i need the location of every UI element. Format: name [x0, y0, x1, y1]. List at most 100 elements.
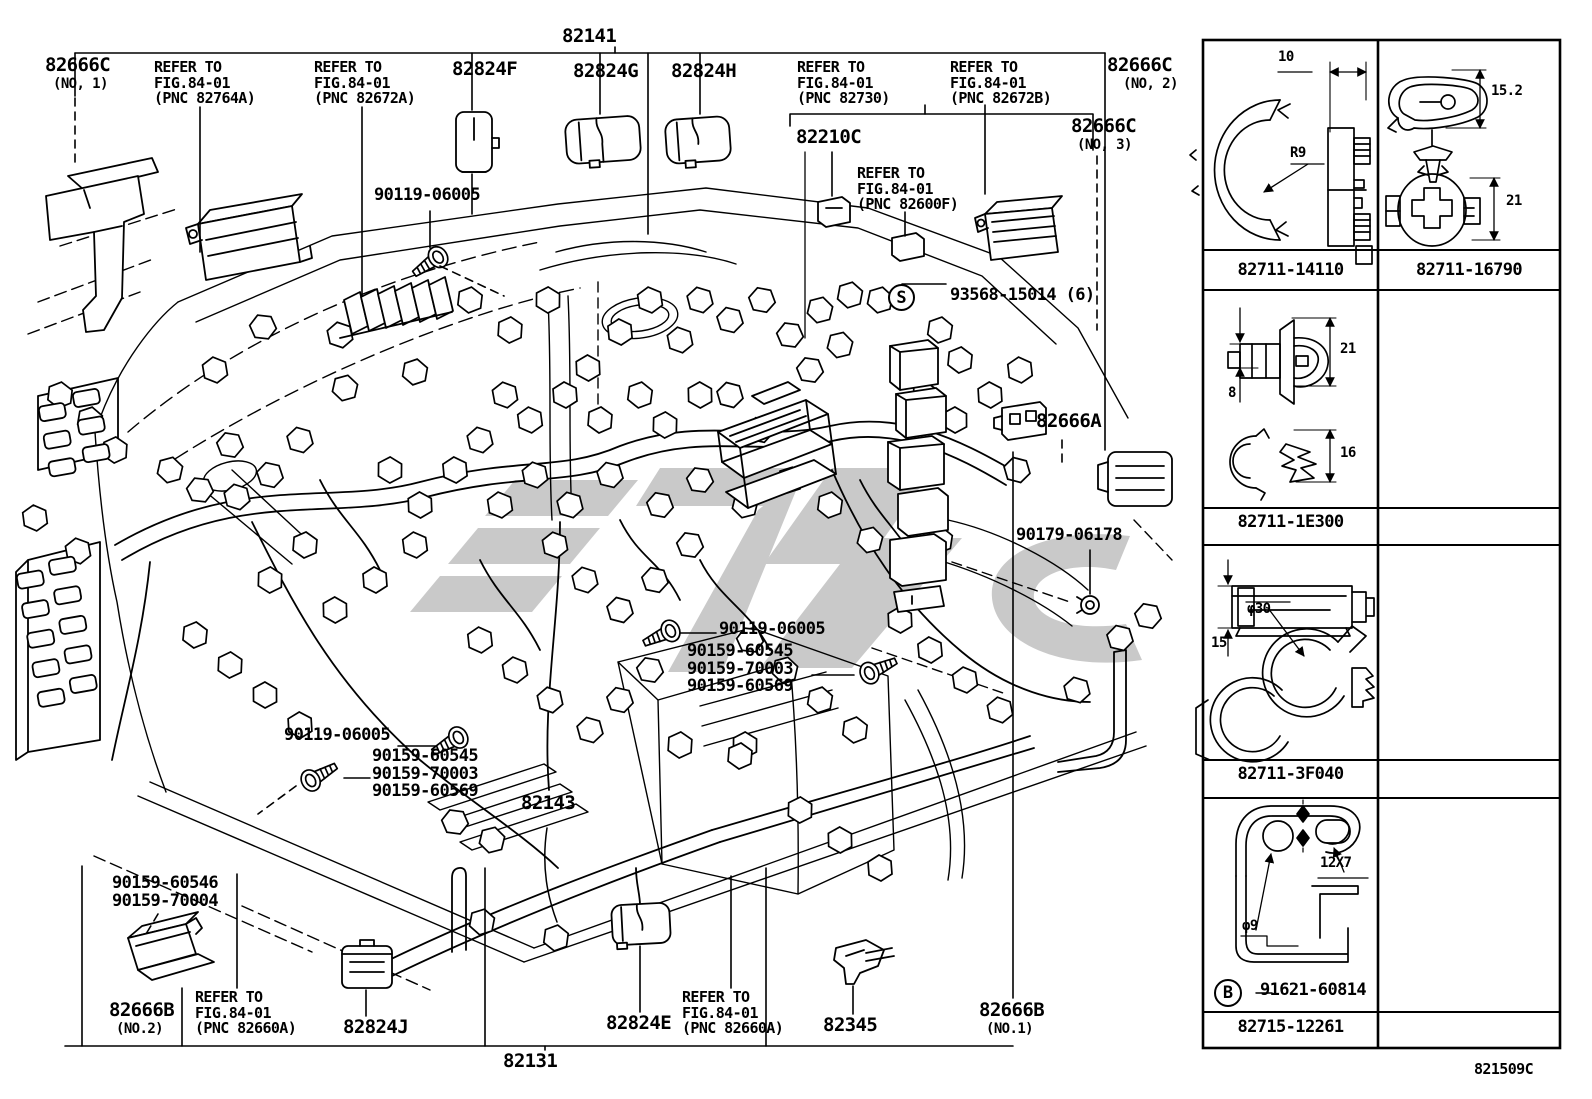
leader-lines	[64, 46, 1106, 1051]
label-90179-06178-line: 90179-06178	[1016, 525, 1123, 545]
label-82210c-line: 82210C	[796, 126, 862, 148]
label-82666a: 82666A	[1036, 410, 1102, 432]
dim-16: 16	[1340, 446, 1356, 461]
label-82824e: 82824E	[606, 1012, 672, 1034]
label-93568-15014-line: 93568-15014 (6)	[950, 285, 1095, 305]
label-82666b-no2-qualifier-line: (NO.2)	[116, 1021, 164, 1037]
label-82824j: 82824J	[343, 1016, 409, 1038]
label-82345: 82345	[823, 1014, 878, 1036]
label-82666c-no3-qualifier-line: (NO, 3)	[1077, 137, 1132, 153]
dim-21-row1: 21	[1506, 194, 1522, 209]
label-82666c-no2-qualifier-line: (NO, 2)	[1123, 76, 1178, 92]
dim-r9-line: R9	[1290, 145, 1306, 161]
label-refer-82600f-line: REFER TO	[857, 164, 925, 182]
label-refer-82660a-mid-line: REFER TO	[682, 988, 750, 1006]
label-90119-06005-mid-line: 90119-06005	[719, 619, 826, 639]
label-82824g-line: 82824G	[573, 60, 639, 82]
label-82824f-line: 82824F	[452, 58, 518, 80]
label-82345-line: 82345	[823, 1014, 878, 1036]
label-82824h: 82824H	[671, 60, 737, 82]
fastener-part-number-right-0: 82711-16790	[1416, 260, 1523, 280]
label-82143: 82143	[521, 793, 576, 814]
label-82666c-no1-qualifier: (NO, 1)	[53, 77, 108, 92]
component-parts	[15, 111, 1173, 989]
label-90159-trio-left-line: 90159-70003	[372, 763, 479, 784]
label-91621-60814-line: 91621-60814	[1260, 980, 1367, 1000]
label-refer-82672a-line: (PNC 82672A)	[314, 89, 416, 108]
dim-10-line: 10	[1278, 49, 1294, 65]
label-90159-trio-mid-line: 90159-60545	[687, 641, 794, 661]
label-91621-60814: 91621-60814	[1260, 980, 1367, 1000]
label-90159-trio-left-line: 90159-60569	[372, 781, 479, 802]
drawing-number: 821509C	[1474, 1061, 1534, 1078]
dim-21-row2: 21	[1340, 342, 1356, 357]
label-82666c-no1-qualifier-line: (NO, 1)	[53, 76, 108, 92]
dim-r9: R9	[1290, 146, 1306, 161]
label-82824e-line: 82824E	[606, 1012, 672, 1034]
dashboard-outline	[27, 187, 1173, 991]
fastener-panel-frame	[1201, 38, 1562, 1050]
label-82666b-no2-qualifier: (NO.2)	[116, 1021, 164, 1037]
label-refer-82730-line: REFER TO	[797, 58, 865, 76]
fastener-part-number-left-2: 82711-3F040	[1237, 764, 1345, 784]
dim-10: 10	[1278, 50, 1294, 65]
label-refer-82660a-left-line: FIG.84-01	[195, 1003, 271, 1022]
dim-phi30-line: φ30	[1247, 601, 1271, 617]
label-90159-trio-mid-line: 90159-60569	[687, 676, 794, 697]
label-refer-82764a-line: REFER TO	[154, 58, 222, 76]
label-90159-trio-mid-line: 90159-70003	[687, 658, 794, 679]
label-82141: 82141	[562, 26, 617, 47]
label-82666c-no3: 82666C	[1071, 116, 1137, 137]
label-82666c-no2: 82666C	[1107, 54, 1173, 76]
label-82666b-no1: 82666B	[979, 1000, 1045, 1021]
label-refer-82600f-line: FIG.84-01	[857, 179, 933, 198]
label-82666b-no1-qualifier-line: (NO.1)	[986, 1021, 1034, 1037]
label-refer-82660a-left-line: REFER TO	[195, 988, 263, 1006]
label-refer-82672b-line: (PNC 82672B)	[950, 89, 1052, 108]
label-82666c-no1-line: 82666C	[45, 54, 111, 76]
dim-15-2-line: 15.2	[1491, 83, 1523, 99]
marker-b-letter: B	[1222, 983, 1234, 1003]
label-82666a-line: 82666A	[1036, 410, 1102, 432]
label-82666c-no2-line: 82666C	[1107, 54, 1173, 76]
label-refer-82660a-mid-line: FIG.84-01	[682, 1003, 758, 1022]
label-refer-82672a-line: FIG.84-01	[314, 73, 390, 92]
label-90179-06178: 90179-06178	[1016, 525, 1123, 545]
label-refer-82600f-line: (PNC 82600F)	[857, 195, 959, 214]
dim-12x7-line: 12X7	[1320, 855, 1352, 871]
label-82666c-no3-qualifier: (NO, 3)	[1077, 138, 1132, 153]
label-refer-82730-line: FIG.84-01	[797, 73, 873, 92]
label-82824j-line: 82824J	[343, 1016, 409, 1038]
label-90119-06005-left-line: 90119-06005	[284, 725, 391, 745]
label-refer-82764a-line: (PNC 82764A)	[154, 89, 256, 108]
label-82131: 82131	[503, 1051, 558, 1072]
dim-phi9-line: φ9	[1242, 918, 1258, 934]
fastener-part-number-left-1: 82711-1E300	[1237, 512, 1345, 532]
label-refer-82764a-line: FIG.84-01	[154, 73, 230, 92]
label-refer-82672b-line: REFER TO	[950, 58, 1018, 76]
label-82824h-line: 82824H	[671, 60, 737, 82]
dim-8-line: 8	[1228, 385, 1236, 401]
label-82666c-no1: 82666C	[45, 54, 111, 76]
dim-21-row2-line: 21	[1340, 341, 1356, 357]
label-82666b-no2-line: 82666B	[109, 999, 175, 1021]
marker-s: S	[888, 284, 915, 311]
label-82210c: 82210C	[796, 126, 862, 148]
fastener-part-number-left-0: 82711-14110	[1237, 260, 1345, 280]
label-refer-82672b-line: FIG.84-01	[950, 73, 1026, 92]
label-90119-06005-mid: 90119-06005	[719, 619, 826, 639]
label-90119-06005-top-line: 90119-06005	[374, 185, 481, 205]
label-90119-06005-top: 90119-06005	[374, 185, 481, 205]
dim-phi9: φ9	[1242, 919, 1258, 934]
